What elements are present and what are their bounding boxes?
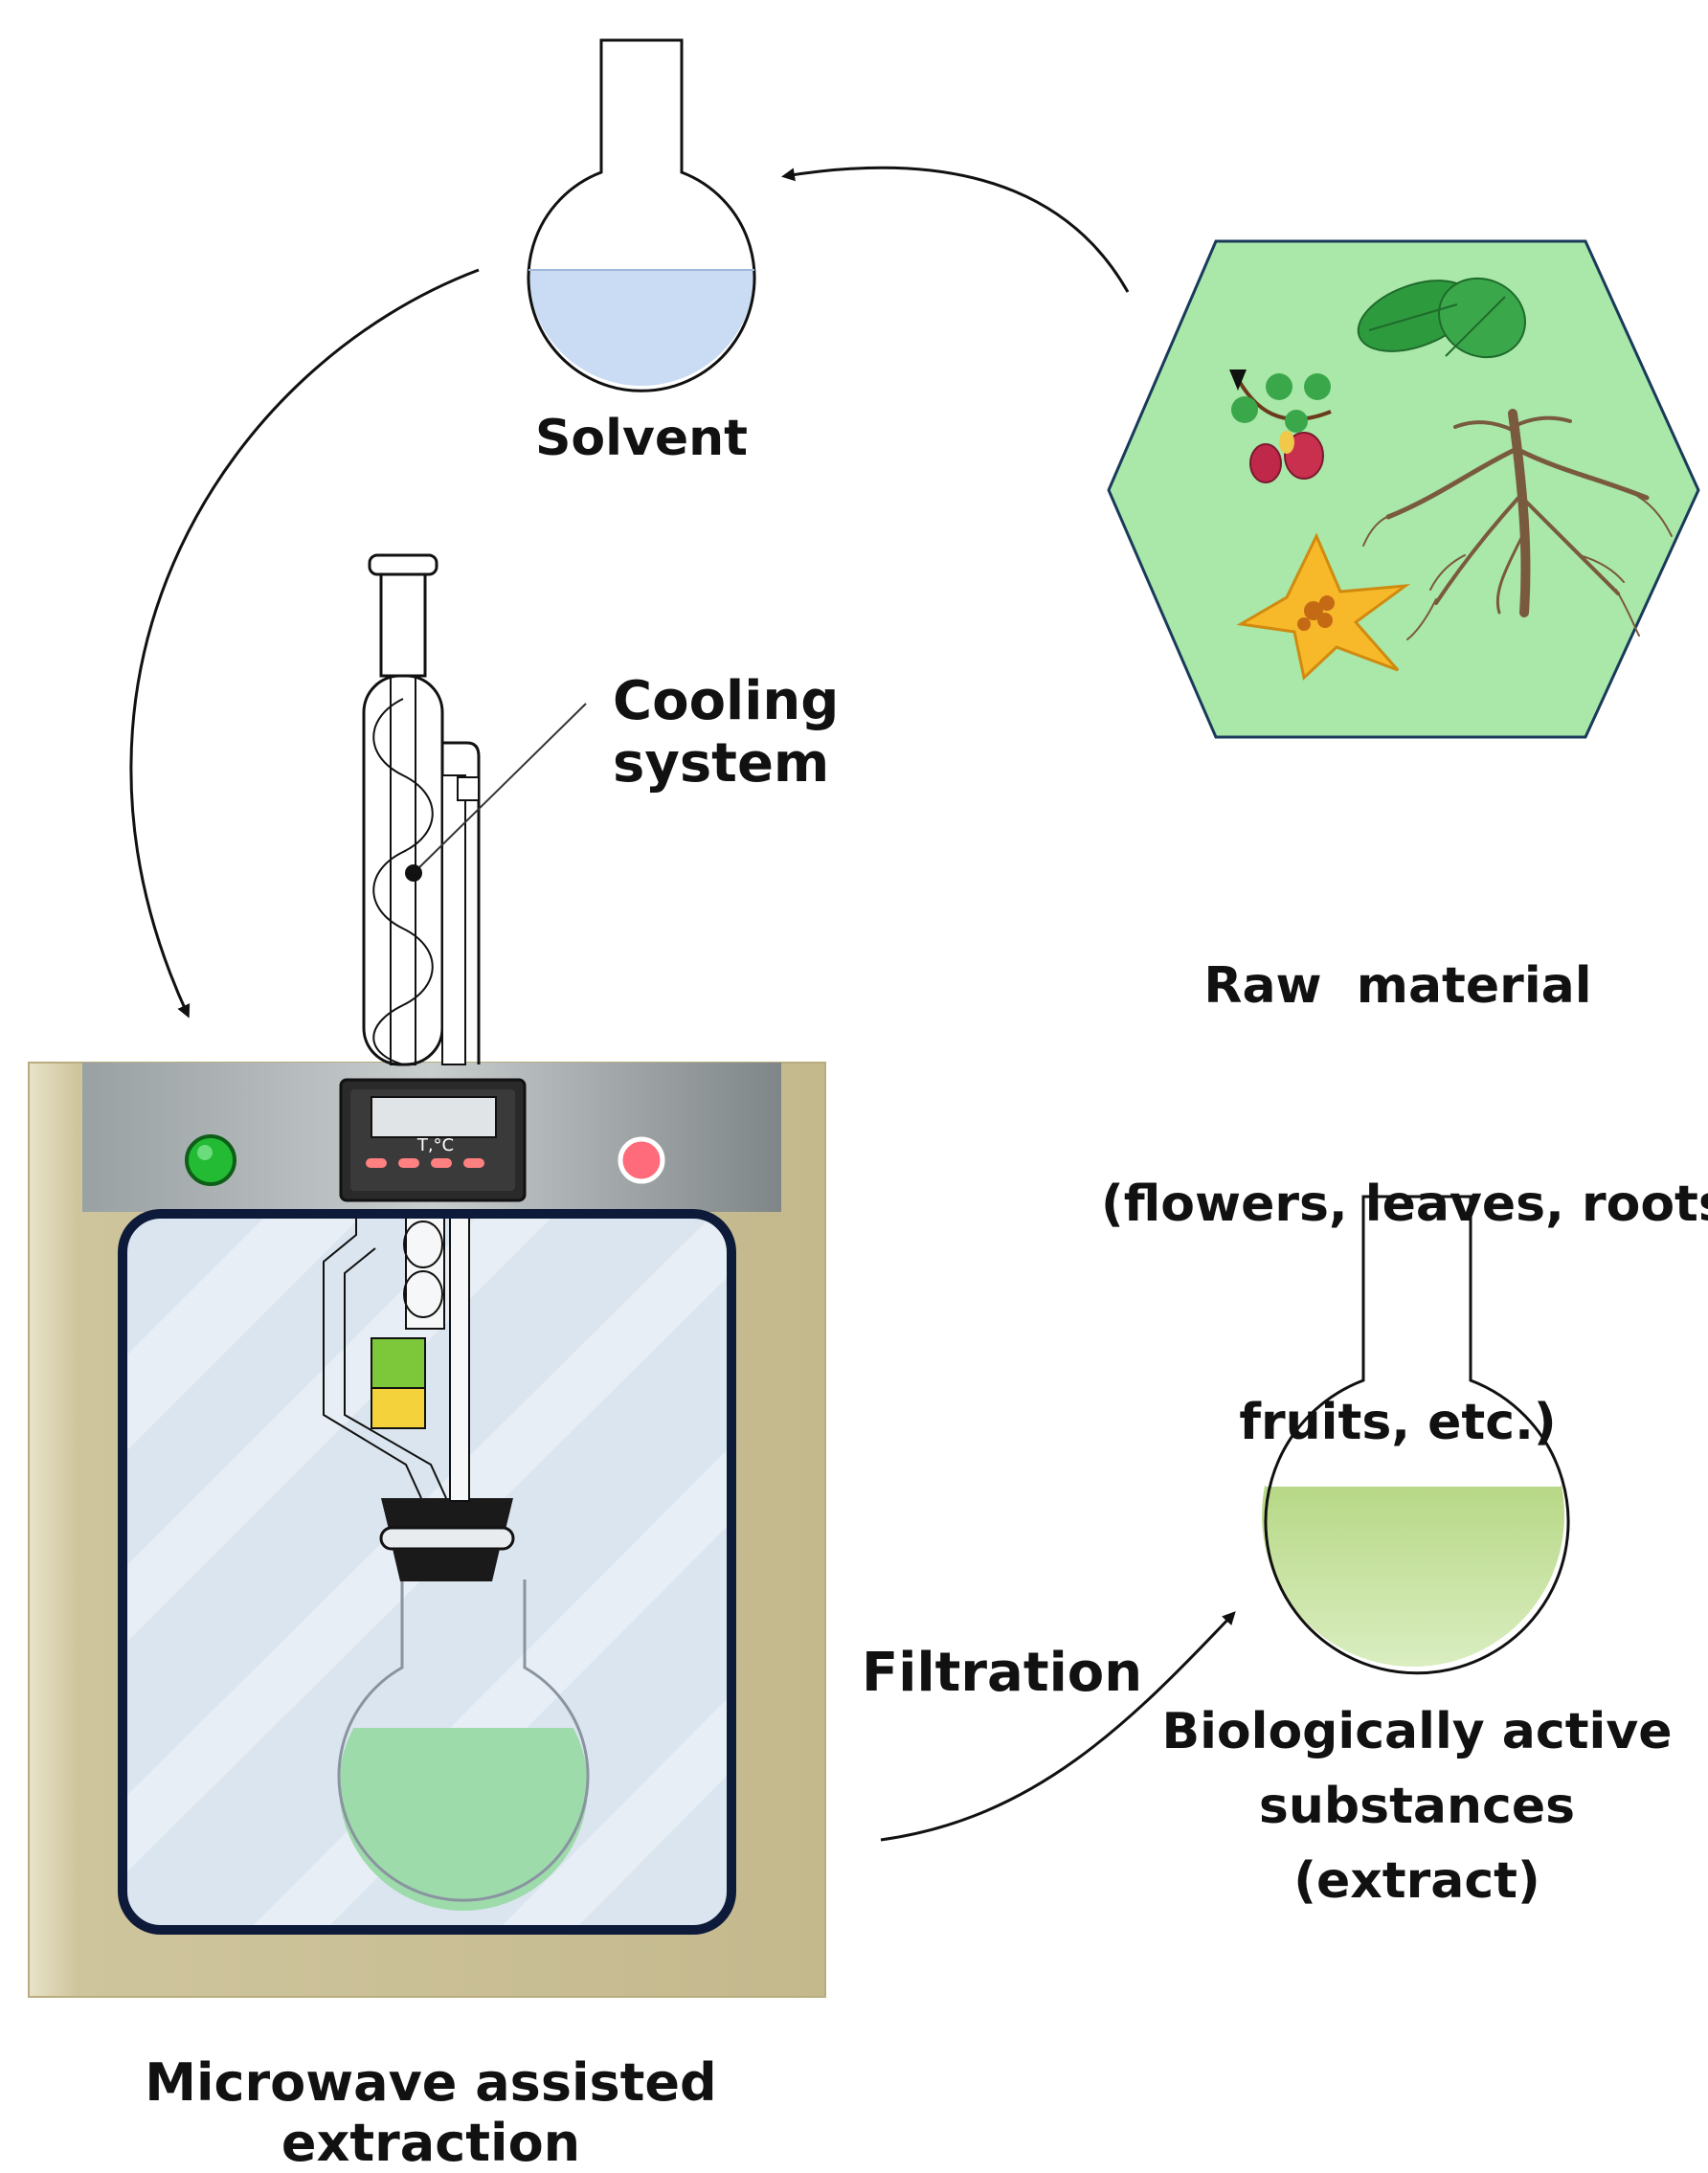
solvent-label: Solvent — [534, 410, 749, 467]
solvent-liquid — [528, 270, 754, 386]
raw-to-solvent-arrow — [781, 166, 1130, 293]
sample-yellow — [371, 1387, 426, 1429]
leaves-icon — [1357, 277, 1526, 359]
extract-line1: Biologically active — [1161, 1703, 1673, 1760]
flower-icon — [1236, 532, 1411, 681]
sample-green — [371, 1337, 426, 1389]
stop-button — [618, 1136, 665, 1184]
filtration-arrow — [880, 1611, 1236, 1842]
raw-material-line1: Raw material — [1203, 957, 1592, 1015]
cooling-pointer-dot — [405, 864, 422, 882]
start-button — [185, 1134, 236, 1186]
raw-material-line3: fruits, etc.) — [1239, 1394, 1557, 1451]
display-unit-label: T,°C — [416, 1135, 455, 1155]
berries-icon — [1229, 370, 1332, 483]
microwave-oven — [28, 1062, 826, 1998]
raw-material-hexagon — [1107, 239, 1700, 739]
solvent-to-oven-arrow — [129, 268, 480, 1019]
raw-material-line2: (flowers, leaves, roots, — [1101, 1176, 1708, 1233]
condenser — [362, 553, 481, 1066]
diagram-stage: Solvent Cooling system Raw material (flo… — [28, 38, 1708, 2173]
diagram-canvas — [28, 38, 1700, 1998]
raw-material-label: Raw material (flowers, leaves, roots, fr… — [1101, 804, 1708, 1532]
cooling-pointer-line — [413, 703, 587, 874]
temperature-display — [371, 1096, 497, 1138]
temperature-controller — [339, 1078, 527, 1202]
microwave-label: Microwave assisted extraction — [145, 2052, 717, 2173]
cooling-system-label: Cooling system — [613, 670, 840, 795]
roots-icon — [1362, 409, 1673, 640]
filtration-label: Filtration — [862, 1642, 1143, 1704]
extract-label: Biologically active substances (extract) — [1158, 1694, 1675, 1918]
extract-line2: substances (extract) — [1258, 1778, 1576, 1910]
solvent-flask — [527, 38, 756, 392]
